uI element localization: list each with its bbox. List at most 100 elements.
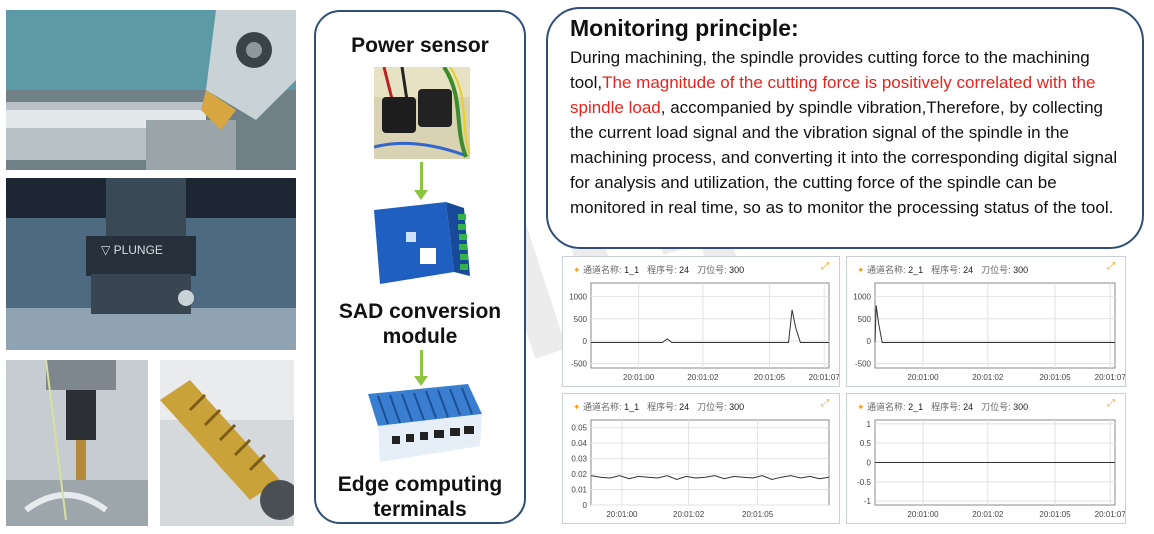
- tool-value: 300: [729, 402, 745, 412]
- y-tick-label: 1000: [853, 292, 871, 301]
- signal-icon: ✦: [573, 402, 584, 412]
- principle-text-1: During machining, the spindle provides c…: [570, 48, 1090, 92]
- tool-label: 刀位号:: [697, 402, 730, 412]
- plot-frame: [590, 282, 830, 369]
- tool-label: 刀位号:: [981, 402, 1014, 412]
- signal-icon: ✦: [857, 402, 868, 412]
- chart-panel-4: ✦ 通道名称: 2_1 程序号: 24 刀位号: 300 ⤢ 1 0.5 0 -0.5 -1 20…: [846, 393, 1126, 524]
- principle-highlight: The magnitude of the cutting force is po…: [570, 73, 1096, 117]
- x-tick-label: 20:01:00: [907, 373, 939, 382]
- program-value: 24: [963, 265, 974, 275]
- chart-header: ✦ 通道名称: 2_1 程序号: 24 刀位号: 300: [857, 400, 1036, 413]
- y-tick-label: -500: [855, 360, 872, 369]
- expand-icon[interactable]: ⤢: [821, 261, 829, 272]
- expand-icon[interactable]: ⤢: [1107, 261, 1115, 272]
- tool-label: 刀位号:: [981, 265, 1014, 275]
- power-sensor-label: Power sensor: [351, 34, 489, 57]
- svg-text:▽ PLUNGE: ▽ PLUNGE: [101, 243, 163, 257]
- principle-text-2: , accompanied by spindle vibration,There…: [570, 98, 1118, 217]
- tool-value: 300: [1013, 265, 1029, 275]
- flow-arrow-2: [414, 350, 428, 386]
- chart-plot: 1000 500 0 -500 20:01:00 20:01:02 20:01:05 20:0…: [569, 282, 839, 382]
- chart-plot: 1 0.5 0 -0.5 -1 20:01:00 20:01:02 20:01:05 20:01…: [857, 419, 1125, 519]
- principle-title: Monitoring principle:: [570, 15, 799, 41]
- program-label: 程序号:: [931, 265, 964, 275]
- x-tick-label: 20:01:02: [673, 510, 705, 519]
- program-value: 24: [679, 402, 690, 412]
- tool-label: 刀位号:: [697, 265, 730, 275]
- chart-panel-1: ✦ 通道名称: 1_1 程序号: 24 刀位号: 300 ⤢ 1000 500 0 -500 2…: [562, 256, 840, 387]
- y-tick-label: 0: [583, 501, 588, 510]
- y-tick-label: 0.05: [571, 424, 587, 433]
- plot-frame: [874, 282, 1116, 369]
- x-tick-label: 20:01:00: [606, 510, 638, 519]
- chart-panel-3: ✦ 通道名称: 1_1 程序号: 24 刀位号: 300 ⤢ 0.05 0.04 0.03 0…: [562, 393, 840, 524]
- channel-label: 通道名称:: [583, 265, 625, 275]
- turning-tool-photo-icon: [6, 10, 296, 170]
- signal-icon: ✦: [857, 265, 868, 275]
- principle-text: During machining, the spindle provides c…: [570, 45, 1130, 220]
- y-tick-label: 0.02: [571, 470, 587, 479]
- flow-arrow-1: [414, 162, 428, 200]
- signal-icon: ✦: [573, 265, 584, 275]
- series-line: [590, 475, 830, 481]
- chart-header: ✦ 通道名称: 1_1 程序号: 24 刀位号: 300: [573, 400, 752, 413]
- milling-cutter-photo-icon: ▽ PLUNGE: [6, 178, 296, 350]
- y-tick-label: 0.5: [860, 439, 872, 448]
- y-tick-label: 0: [583, 337, 588, 346]
- x-tick-label: 20:01:07: [1095, 373, 1125, 382]
- x-tick-label: 20:01:05: [754, 373, 786, 382]
- y-tick-label: 500: [574, 315, 588, 324]
- x-tick-label: 20:01:05: [1039, 373, 1071, 382]
- channel-label: 通道名称:: [867, 265, 909, 275]
- x-tick-label: 20:01:02: [687, 373, 719, 382]
- y-tick-label: 0.03: [571, 455, 587, 464]
- series-line: [874, 305, 1115, 343]
- channel-value: 2_1: [908, 402, 924, 412]
- x-tick-label: 20:01:07: [1095, 510, 1125, 519]
- y-tick-label: -500: [571, 360, 588, 369]
- expand-icon[interactable]: ⤢: [1107, 398, 1115, 409]
- program-value: 24: [963, 402, 974, 412]
- channel-label: 通道名称:: [583, 402, 625, 412]
- program-label: 程序号:: [931, 402, 964, 412]
- edge-terminal-icon: [358, 384, 484, 466]
- channel-value: 1_1: [624, 402, 640, 412]
- x-tick-label: 20:01:02: [972, 373, 1004, 382]
- power-sensor-icon: [373, 65, 471, 159]
- channel-label: 通道名称:: [867, 402, 909, 412]
- monitoring-principle-box: Monitoring principle: During machining, …: [546, 7, 1144, 249]
- y-tick-label: 0: [867, 337, 872, 346]
- chart-header: ✦ 通道名称: 1_1 程序号: 24 刀位号: 300: [573, 263, 752, 276]
- channel-value: 1_1: [624, 265, 640, 275]
- tap-photo-icon: [160, 360, 294, 526]
- x-tick-label: 20:01:00: [907, 510, 939, 519]
- y-tick-label: 1000: [569, 292, 587, 301]
- tool-value: 300: [729, 265, 745, 275]
- program-value: 24: [679, 265, 690, 275]
- drilling-photo-icon: [6, 360, 148, 526]
- x-tick-label: 20:01:05: [1039, 510, 1071, 519]
- y-tick-label: -1: [864, 497, 872, 506]
- y-tick-label: -0.5: [857, 478, 871, 487]
- plot-frame: [590, 419, 830, 506]
- x-tick-label: 20:01:02: [972, 510, 1004, 519]
- x-tick-label: 20:01:07: [809, 373, 839, 382]
- chart-plot: 1000 500 0 -500 20:01:00 20:01:02 20:01:05 20:0…: [853, 282, 1125, 382]
- program-label: 程序号:: [647, 402, 680, 412]
- program-label: 程序号:: [647, 265, 680, 275]
- y-tick-label: 0: [867, 459, 872, 468]
- x-tick-label: 20:01:00: [623, 373, 655, 382]
- expand-icon[interactable]: ⤢: [821, 398, 829, 409]
- y-tick-label: 0.04: [571, 439, 587, 448]
- y-tick-label: 1: [867, 420, 872, 429]
- tool-value: 300: [1013, 402, 1029, 412]
- series-line: [591, 309, 829, 343]
- y-tick-label: 500: [858, 315, 872, 324]
